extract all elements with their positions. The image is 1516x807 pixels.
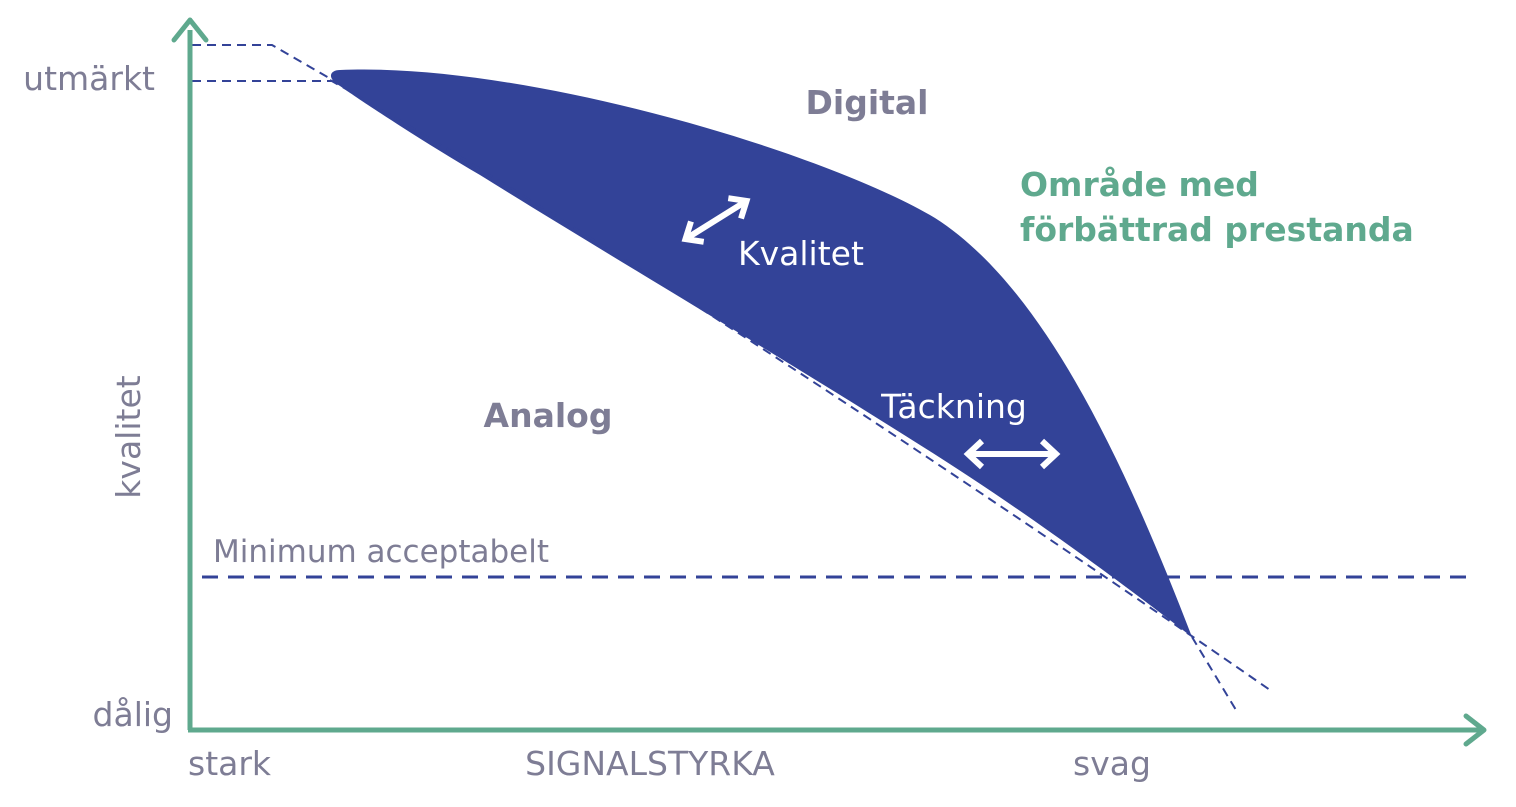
x-axis-arrowhead bbox=[1463, 713, 1487, 747]
analog-label: Analog bbox=[484, 396, 613, 435]
improved-area-title-line2: förbättrad prestanda bbox=[1020, 210, 1414, 249]
y-axis-arrowhead bbox=[171, 17, 209, 43]
x-axis-left-label: stark bbox=[188, 744, 272, 783]
analog-curve bbox=[329, 79, 1271, 691]
x-axis-title: SIGNALSTYRKA bbox=[525, 744, 775, 783]
improved-area-title-line1: Område med bbox=[1020, 165, 1259, 204]
y-axis-title: kvalitet bbox=[109, 375, 148, 498]
double-arrow-horizontal-icon bbox=[963, 438, 1061, 470]
double-arrow-diagonal-icon bbox=[681, 195, 751, 245]
quality-label: Kvalitet bbox=[738, 234, 864, 273]
upper-reference-line bbox=[192, 44, 337, 83]
coverage-label: Täckning bbox=[880, 387, 1027, 426]
digital-dropoff-line bbox=[1191, 636, 1237, 711]
y-axis-top-label: utmärkt bbox=[23, 59, 155, 98]
minimum-acceptable-label: Minimum acceptabelt bbox=[213, 534, 549, 570]
y-axis-bottom-label: dålig bbox=[93, 695, 173, 734]
improved-performance-region bbox=[330, 69, 1192, 637]
x-axis-right-label: svag bbox=[1073, 744, 1151, 783]
digital-label: Digital bbox=[806, 83, 929, 122]
